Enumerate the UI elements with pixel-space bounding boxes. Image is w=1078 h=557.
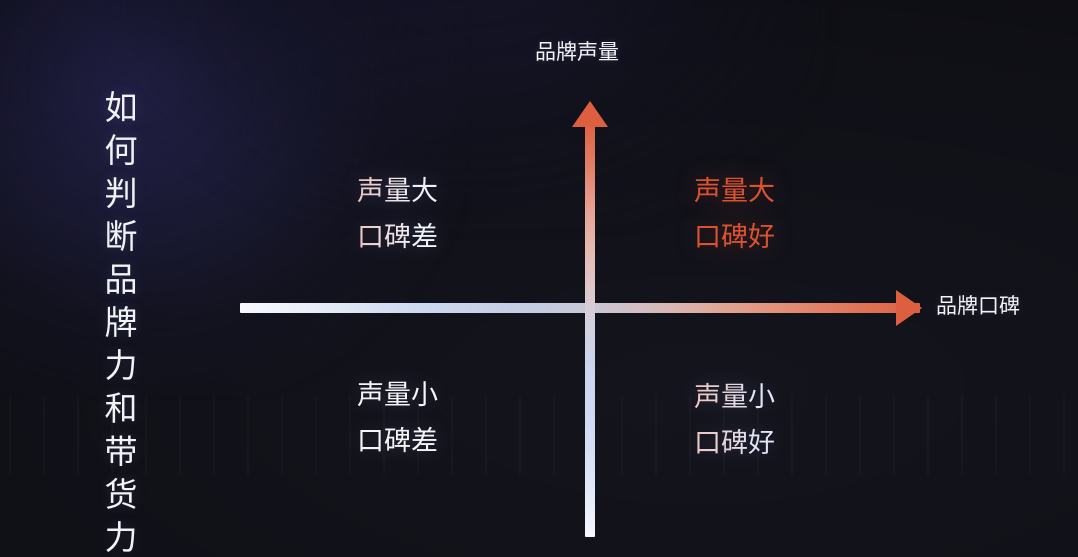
quadrant-top-left-line1: 声量大 bbox=[357, 168, 438, 214]
y-axis-line bbox=[585, 118, 595, 537]
quadrant-label-bottom-right: 声量小 口碑好 bbox=[694, 374, 775, 466]
x-axis-line bbox=[240, 303, 920, 313]
slide-vertical-title: 如何判断品牌力和带货力 bbox=[104, 89, 138, 556]
watermark-texture bbox=[0, 395, 1078, 475]
x-axis-label: 品牌口碑 bbox=[936, 295, 1020, 318]
quadrant-label-top-right: 声量大 口碑好 bbox=[694, 168, 775, 260]
quadrant-top-left-line2: 口碑差 bbox=[357, 214, 438, 260]
background-glow-top bbox=[120, 0, 820, 220]
arrow-right-icon bbox=[896, 290, 922, 326]
quadrant-label-top-left: 声量大 口碑差 bbox=[357, 168, 438, 260]
quadrant-label-bottom-left: 声量小 口碑差 bbox=[357, 372, 438, 464]
quadrant-bottom-right-line2: 口碑好 bbox=[694, 420, 775, 466]
quadrant-top-right-line2: 口碑好 bbox=[694, 222, 775, 252]
quadrant-bottom-left-line1: 声量小 bbox=[357, 380, 438, 410]
y-axis-label: 品牌声量 bbox=[535, 41, 619, 64]
arrow-up-icon bbox=[572, 101, 608, 127]
quadrant-bottom-right-line1: 声量小 bbox=[694, 374, 775, 420]
quadrant-top-right-line1: 声量大 bbox=[694, 176, 775, 206]
quadrant-bottom-left-line2: 口碑差 bbox=[357, 426, 438, 456]
